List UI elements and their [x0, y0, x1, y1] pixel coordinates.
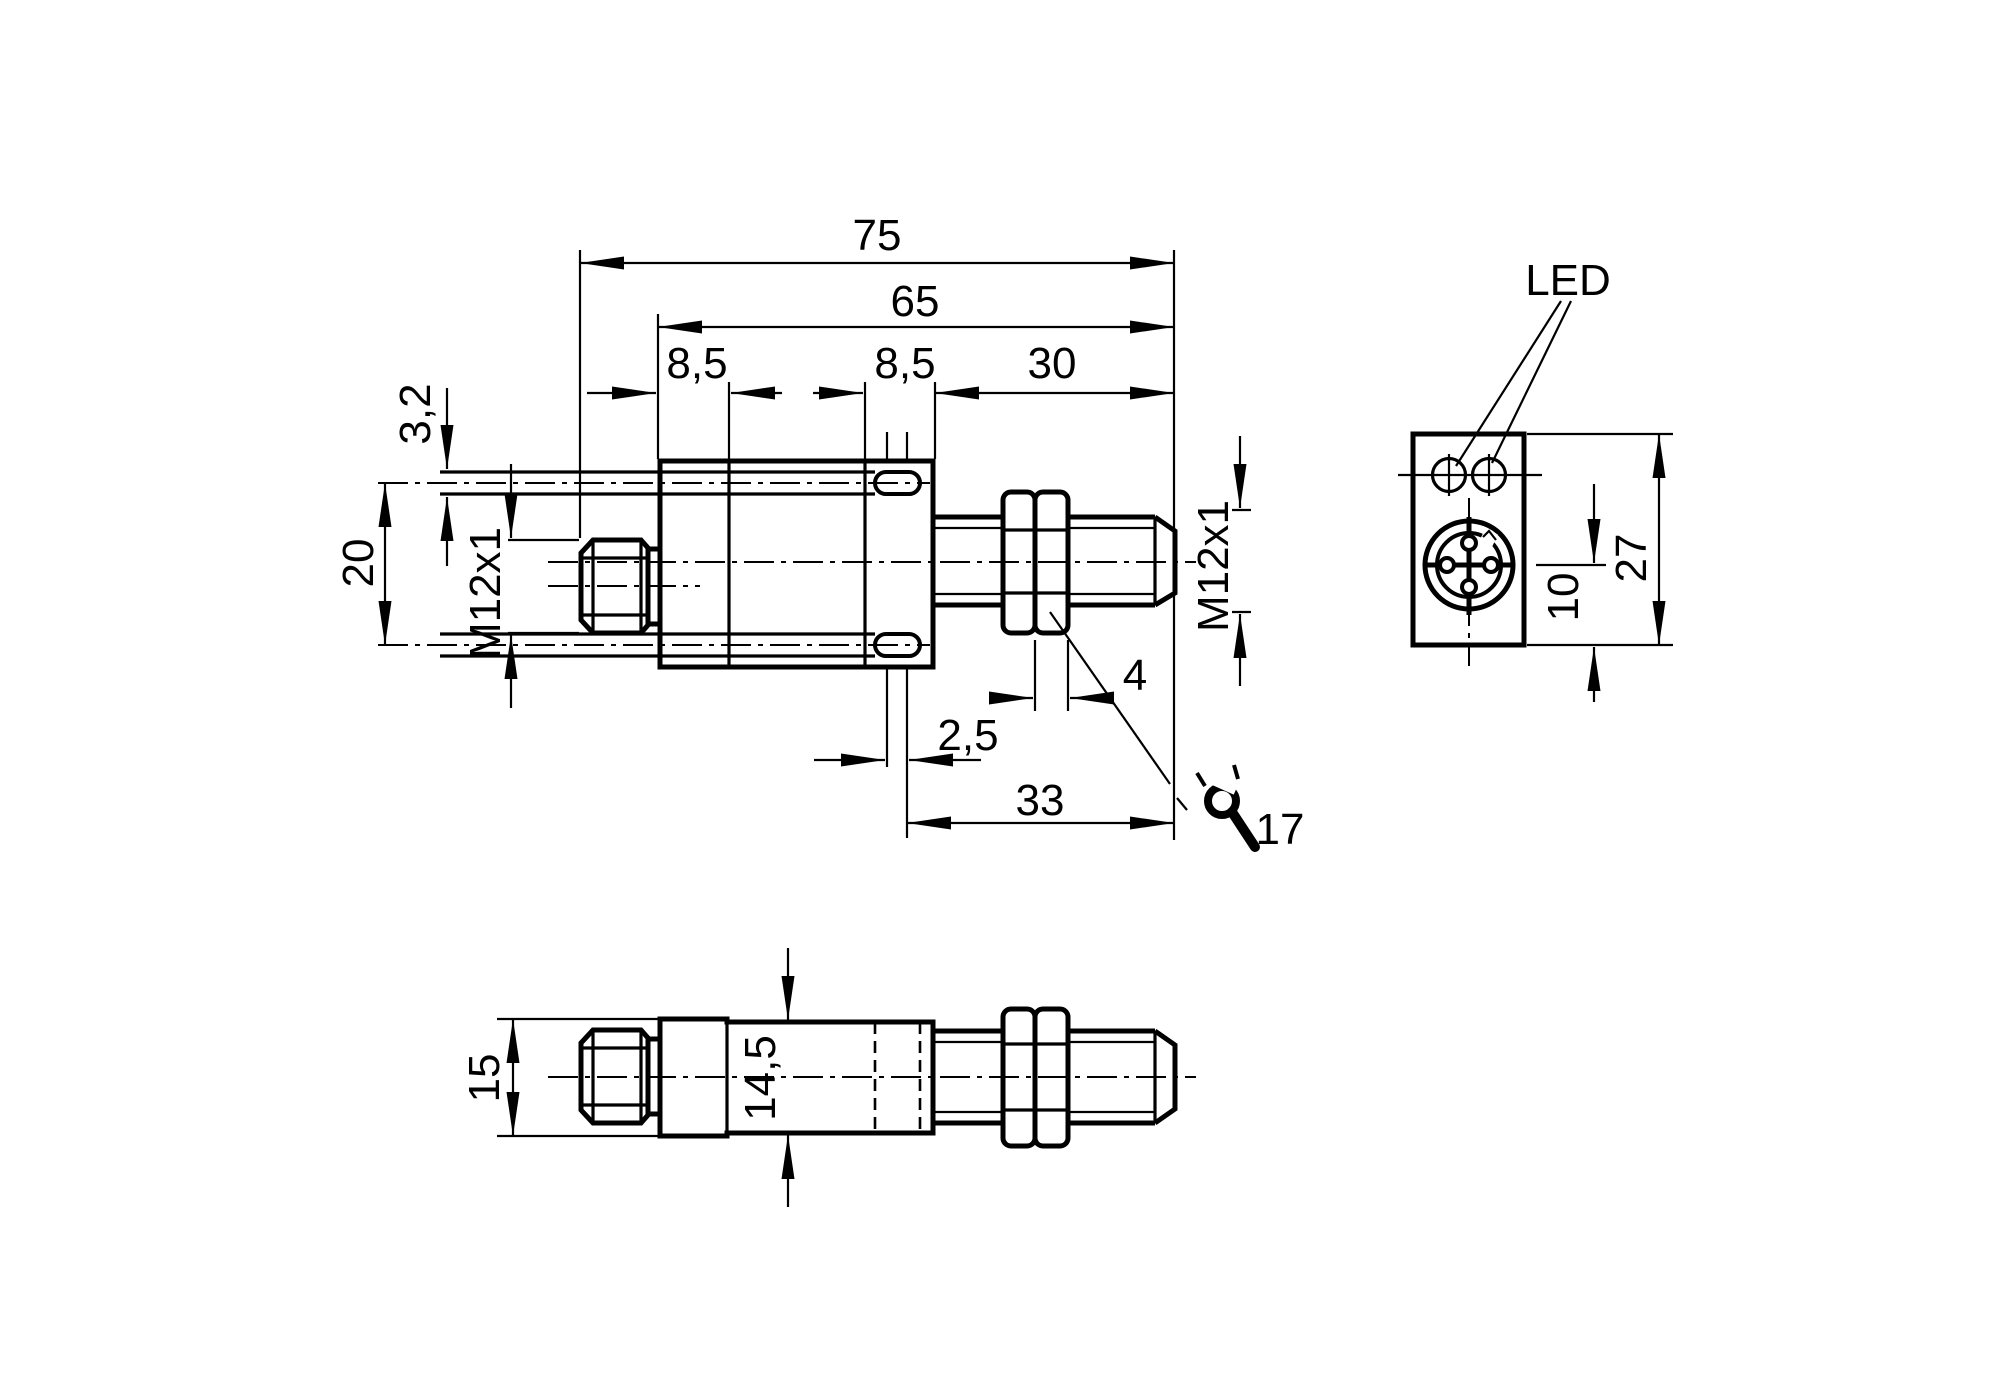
wrench-jaw — [1195, 771, 1207, 788]
led-leader-line — [1491, 300, 1572, 464]
dim-connector-thread-label: M12x1 — [461, 527, 510, 659]
led-label: LED — [1525, 256, 1611, 305]
wrench-jaw — [1232, 764, 1240, 780]
wrench-icon — [1176, 758, 1260, 852]
wrench-jaw-gap — [1195, 758, 1243, 795]
wrench-size-label: 17 — [1256, 805, 1305, 854]
end-view: LED 27 10 — [1398, 256, 1673, 702]
top-view: 15 14,5 — [460, 948, 1196, 1207]
dim-thread-length-label: 30 — [1028, 339, 1077, 388]
dim-housing-length-label: 65 — [891, 277, 940, 326]
dim-slot-offset-left-label: 8,5 — [666, 339, 727, 388]
front-view: 75 65 8,5 8,5 30 3,2 20 M12x1 2,5 33 — [334, 211, 1304, 854]
dim-total-length-label: 75 — [853, 211, 902, 260]
led-indicator — [1470, 456, 1508, 494]
connector-pin — [1438, 556, 1456, 574]
dim-slot-offset-right-label: 8,5 — [874, 339, 935, 388]
dim-slot-height-label: 3,2 — [391, 383, 440, 444]
wrench-handle — [1227, 807, 1260, 852]
connector-pin — [1460, 534, 1478, 552]
connector-pin — [1482, 556, 1500, 574]
dim-barrel-thread-label: M12x1 — [1189, 500, 1238, 632]
dim-height-label: 27 — [1607, 534, 1656, 583]
dim-hole-to-tip-label: 33 — [1016, 776, 1065, 825]
dim-housing-width-label: 14,5 — [736, 1035, 785, 1121]
led-leader-line — [1455, 300, 1562, 467]
wrench-leader-line — [1049, 611, 1171, 785]
socket-keyway — [1482, 529, 1497, 541]
wrench-tick — [1176, 797, 1188, 811]
connector-pin — [1460, 578, 1478, 596]
led-indicator — [1430, 456, 1468, 494]
dim-nut-thickness-label: 4 — [1123, 651, 1147, 700]
dim-slot-center-distance-label: 20 — [334, 539, 383, 588]
dim-connector-center-label: 10 — [1539, 573, 1588, 622]
socket-keyway-gap — [1479, 528, 1498, 547]
dim-connector-end-width-label: 15 — [460, 1054, 509, 1103]
dim-hole-width-label: 2,5 — [937, 711, 998, 760]
